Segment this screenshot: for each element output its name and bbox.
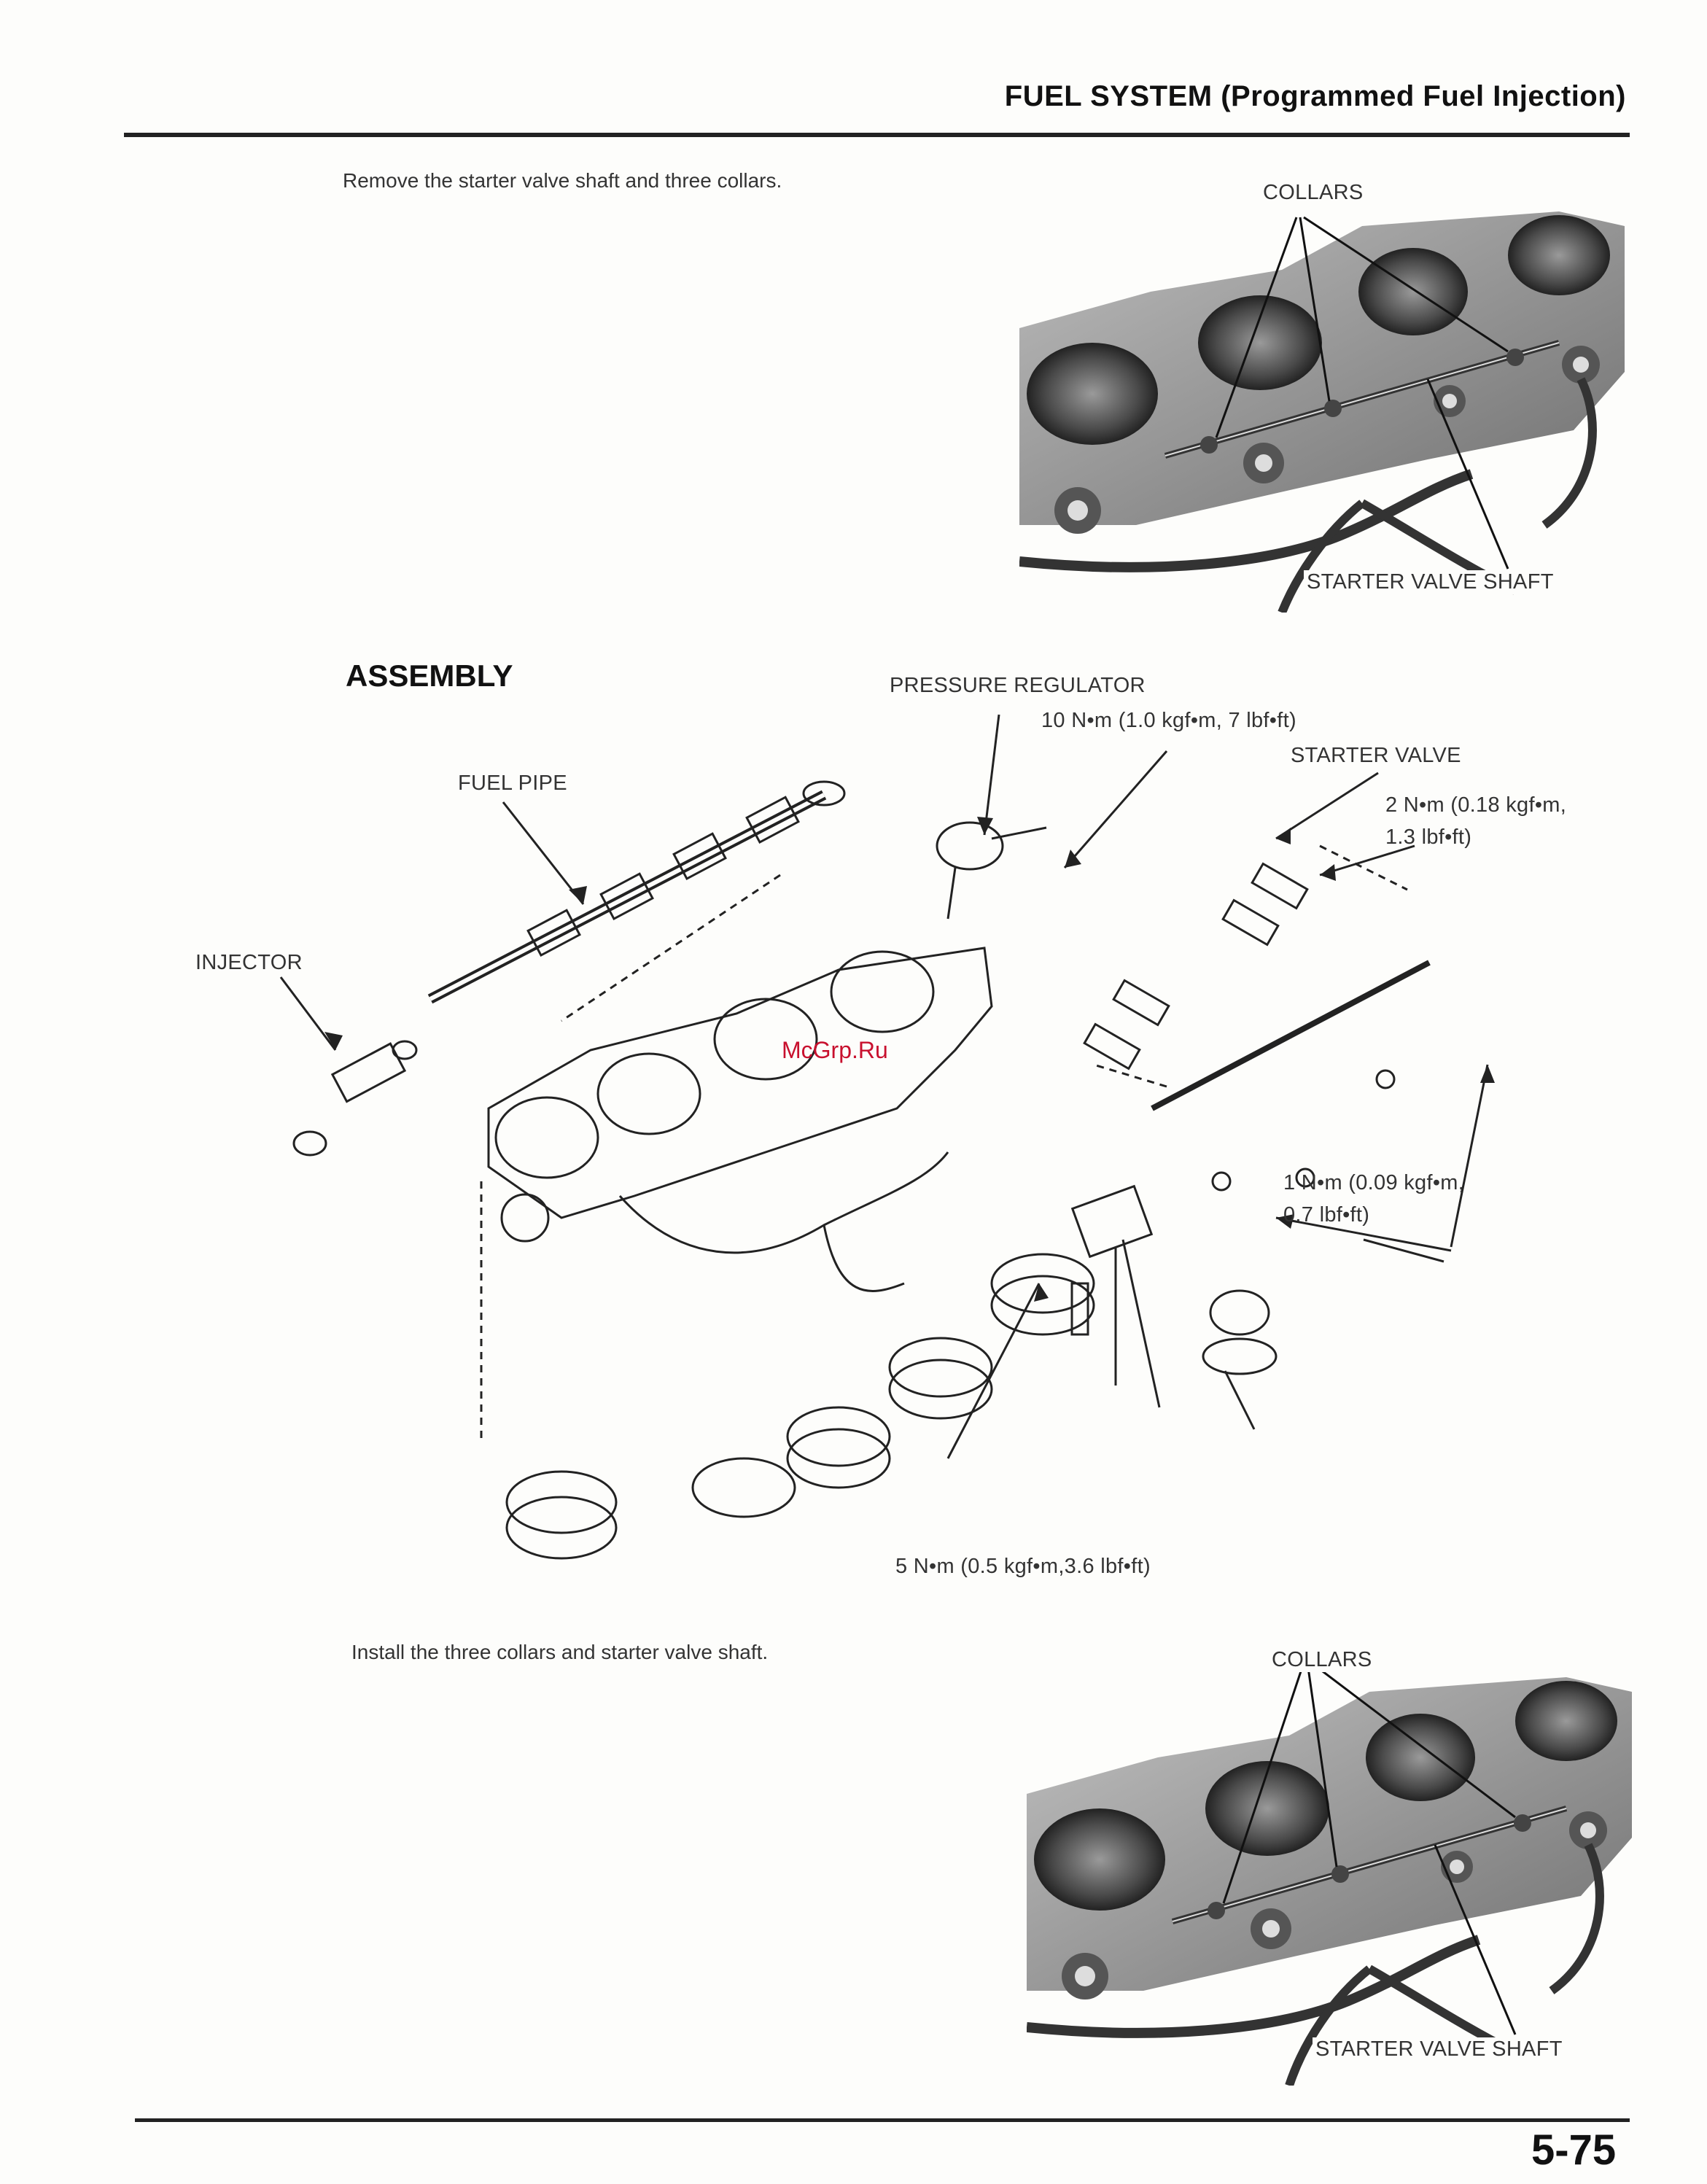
header-rule [124,133,1630,137]
screw-torque-line1: 1 N•m (0.09 kgf•m, [1283,1171,1465,1194]
pressure-regulator-label: PRESSURE REGULATOR [890,674,1146,697]
remove-collars-label: COLLARS [1260,181,1366,205]
fuel-pipe-label: FUEL PIPE [458,772,567,795]
install-photo [1027,1655,1639,2086]
assembly-title: ASSEMBLY [346,658,513,693]
assembly-exploded-diagram [182,642,1604,1604]
page-header-title: FUEL SYSTEM (Programmed Fuel Injection) [1004,80,1626,112]
install-starter-valve-shaft-label: STARTER VALVE SHAFT [1313,2037,1566,2061]
remove-starter-valve-shaft-label: STARTER VALVE SHAFT [1304,570,1557,594]
starter-valve-torque-line1: 2 N•m (0.18 kgf•m, [1385,793,1567,817]
pressure-regulator-torque-label: 10 N•m (1.0 kgf•m, 7 lbf•ft) [1041,709,1296,732]
injector-label: INJECTOR [195,951,303,974]
footer-rule [135,2118,1630,2122]
page-number: 5-75 [1531,2126,1617,2174]
install-collars-label: COLLARS [1269,1648,1375,1672]
bolt-torque-label: 5 N•m (0.5 kgf•m,3.6 lbf•ft) [895,1555,1151,1578]
starter-valve-label: STARTER VALVE [1291,744,1461,767]
watermark: McGrp.Ru [782,1037,888,1063]
remove-instruction: Remove the starter valve shaft and three… [343,169,782,192]
starter-valve-torque-line2: 1.3 lbf•ft) [1385,825,1472,849]
screw-torque-line2: 0.7 lbf•ft) [1283,1203,1370,1227]
install-instruction: Install the three collars and starter va… [351,1641,769,1663]
remove-photo [1019,182,1632,613]
